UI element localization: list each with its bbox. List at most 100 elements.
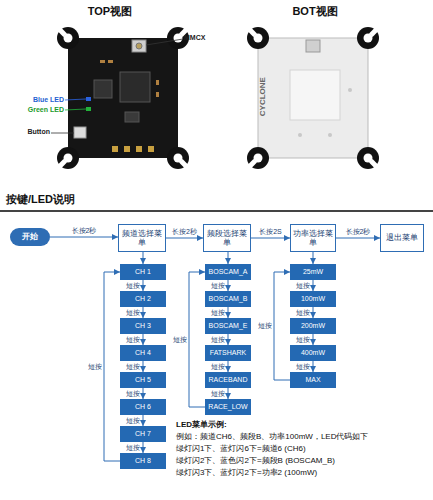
flow-arrow bbox=[228, 307, 229, 318]
note-line: 绿灯闪1下、蓝灯闪6下=频道6 (CH6) bbox=[176, 444, 431, 453]
flow-arrow bbox=[228, 334, 229, 345]
edge-label: 短按 bbox=[126, 309, 140, 317]
solder-pad bbox=[148, 146, 154, 152]
edge-label: 短按 bbox=[211, 282, 225, 290]
option-box: BOSCAM_B bbox=[205, 291, 251, 307]
flow-arrow bbox=[143, 388, 144, 399]
flow-arrow bbox=[143, 280, 144, 291]
node-text: 功率选择菜单 bbox=[292, 229, 334, 247]
leader-line bbox=[65, 109, 86, 110]
start-node: 开始 bbox=[10, 228, 50, 246]
option-box: RACE_LOW bbox=[205, 399, 251, 415]
node-text: CH 3 bbox=[135, 322, 151, 330]
flow-arrow bbox=[143, 334, 144, 345]
capacitor bbox=[108, 60, 113, 63]
note-line: 例如：频道CH6、频段B、功率100mW，LED代码如下 bbox=[176, 432, 431, 441]
option-box: FATSHARK bbox=[205, 345, 251, 361]
note-line: 绿灯闪2下、蓝色闪2下=频段B (BOSCAM_B) bbox=[176, 456, 431, 465]
part-name: Button bbox=[6, 128, 50, 136]
leader-line bbox=[51, 133, 74, 134]
edge-label: 长按2秒 bbox=[172, 228, 197, 236]
top-board bbox=[68, 38, 178, 158]
node-text: CH 5 bbox=[135, 376, 151, 384]
via bbox=[298, 133, 302, 137]
flow-arrow bbox=[336, 238, 380, 239]
flow-arrow bbox=[104, 272, 120, 461]
option-box: BOSCAM_A bbox=[205, 264, 251, 280]
view-heading: TOP视图 bbox=[70, 5, 150, 18]
node-text: 开始 bbox=[22, 232, 38, 241]
mmcx-connector bbox=[132, 40, 146, 52]
push-button bbox=[74, 127, 86, 138]
mmcx-pin bbox=[136, 43, 142, 49]
node-text: 400mW bbox=[301, 349, 325, 357]
node-text: BOSCAM_E bbox=[209, 322, 248, 330]
via bbox=[328, 133, 332, 137]
note-heading: LED菜单示例: bbox=[176, 420, 426, 429]
flow-arrow bbox=[313, 307, 314, 318]
edge-label: 短按 bbox=[126, 417, 140, 425]
leader-line bbox=[65, 99, 86, 100]
flow-arrow bbox=[228, 361, 229, 372]
option-box: MAX bbox=[290, 372, 336, 388]
rf-chip bbox=[120, 72, 150, 102]
solder-pad bbox=[136, 146, 142, 152]
flow-arrow bbox=[166, 238, 203, 239]
edge-label: 短按 bbox=[173, 336, 187, 344]
part-name: Green LED bbox=[6, 106, 64, 114]
node-text: 退出菜单 bbox=[386, 233, 418, 242]
node-text: MAX bbox=[305, 376, 320, 384]
edge-label: 短按 bbox=[126, 336, 140, 344]
menu-box: 功率选择菜单 bbox=[290, 224, 336, 252]
option-box: CH 1 bbox=[120, 264, 166, 280]
flow-arrow bbox=[143, 442, 144, 453]
flow-arrow bbox=[274, 272, 290, 380]
capacitor bbox=[100, 60, 105, 63]
node-text: CH 1 bbox=[135, 268, 151, 276]
via bbox=[348, 88, 352, 92]
node-text: 频道选择菜单 bbox=[120, 229, 164, 247]
part-name: MMCX bbox=[184, 34, 224, 42]
edge-label: 短按 bbox=[126, 390, 140, 398]
option-box: CH 2 bbox=[120, 291, 166, 307]
board-brand: CYCLONE bbox=[258, 70, 267, 124]
node-text: BOSCAM_B bbox=[209, 295, 248, 303]
flow-arrow bbox=[143, 361, 144, 372]
mount-claw bbox=[57, 147, 79, 169]
node-text: BOSCAM_A bbox=[209, 268, 248, 276]
menu-box: 频段选择菜单 bbox=[203, 224, 251, 252]
option-box: 100mW bbox=[290, 291, 336, 307]
mount-claw bbox=[57, 27, 79, 49]
menu-box: 频道选择菜单 bbox=[118, 224, 166, 252]
option-box: CH 8 bbox=[120, 453, 166, 469]
option-box: CH 7 bbox=[120, 426, 166, 442]
flow-arrow bbox=[313, 361, 314, 372]
flow-arrow bbox=[189, 272, 205, 407]
mcu-chip bbox=[94, 80, 112, 98]
edge-label: 短按 bbox=[296, 336, 310, 344]
edge-label: 短按 bbox=[211, 390, 225, 398]
flow-arrow bbox=[251, 238, 290, 239]
flow-arrow bbox=[143, 307, 144, 318]
flow-arrow bbox=[50, 237, 118, 238]
node-text: CH 4 bbox=[135, 349, 151, 357]
capacitor bbox=[156, 92, 159, 97]
flow-arrow bbox=[313, 252, 314, 264]
edge-label: 长按2S bbox=[259, 228, 282, 236]
flow-arrow bbox=[143, 415, 144, 426]
edge-label: 短按 bbox=[296, 309, 310, 317]
option-box: 400mW bbox=[290, 345, 336, 361]
node-text: RACE_LOW bbox=[208, 403, 247, 411]
edge-label: 长按2秒 bbox=[346, 228, 371, 236]
node-text: 200mW bbox=[301, 322, 325, 330]
option-box: CH 4 bbox=[120, 345, 166, 361]
option-box: CH 5 bbox=[120, 372, 166, 388]
node-text: CH 2 bbox=[135, 295, 151, 303]
leader-line bbox=[146, 39, 183, 45]
edge-label: 短按 bbox=[126, 363, 140, 371]
capacitor bbox=[156, 80, 159, 85]
node-text: RACEBAND bbox=[209, 376, 248, 384]
mount-claw bbox=[357, 27, 379, 49]
